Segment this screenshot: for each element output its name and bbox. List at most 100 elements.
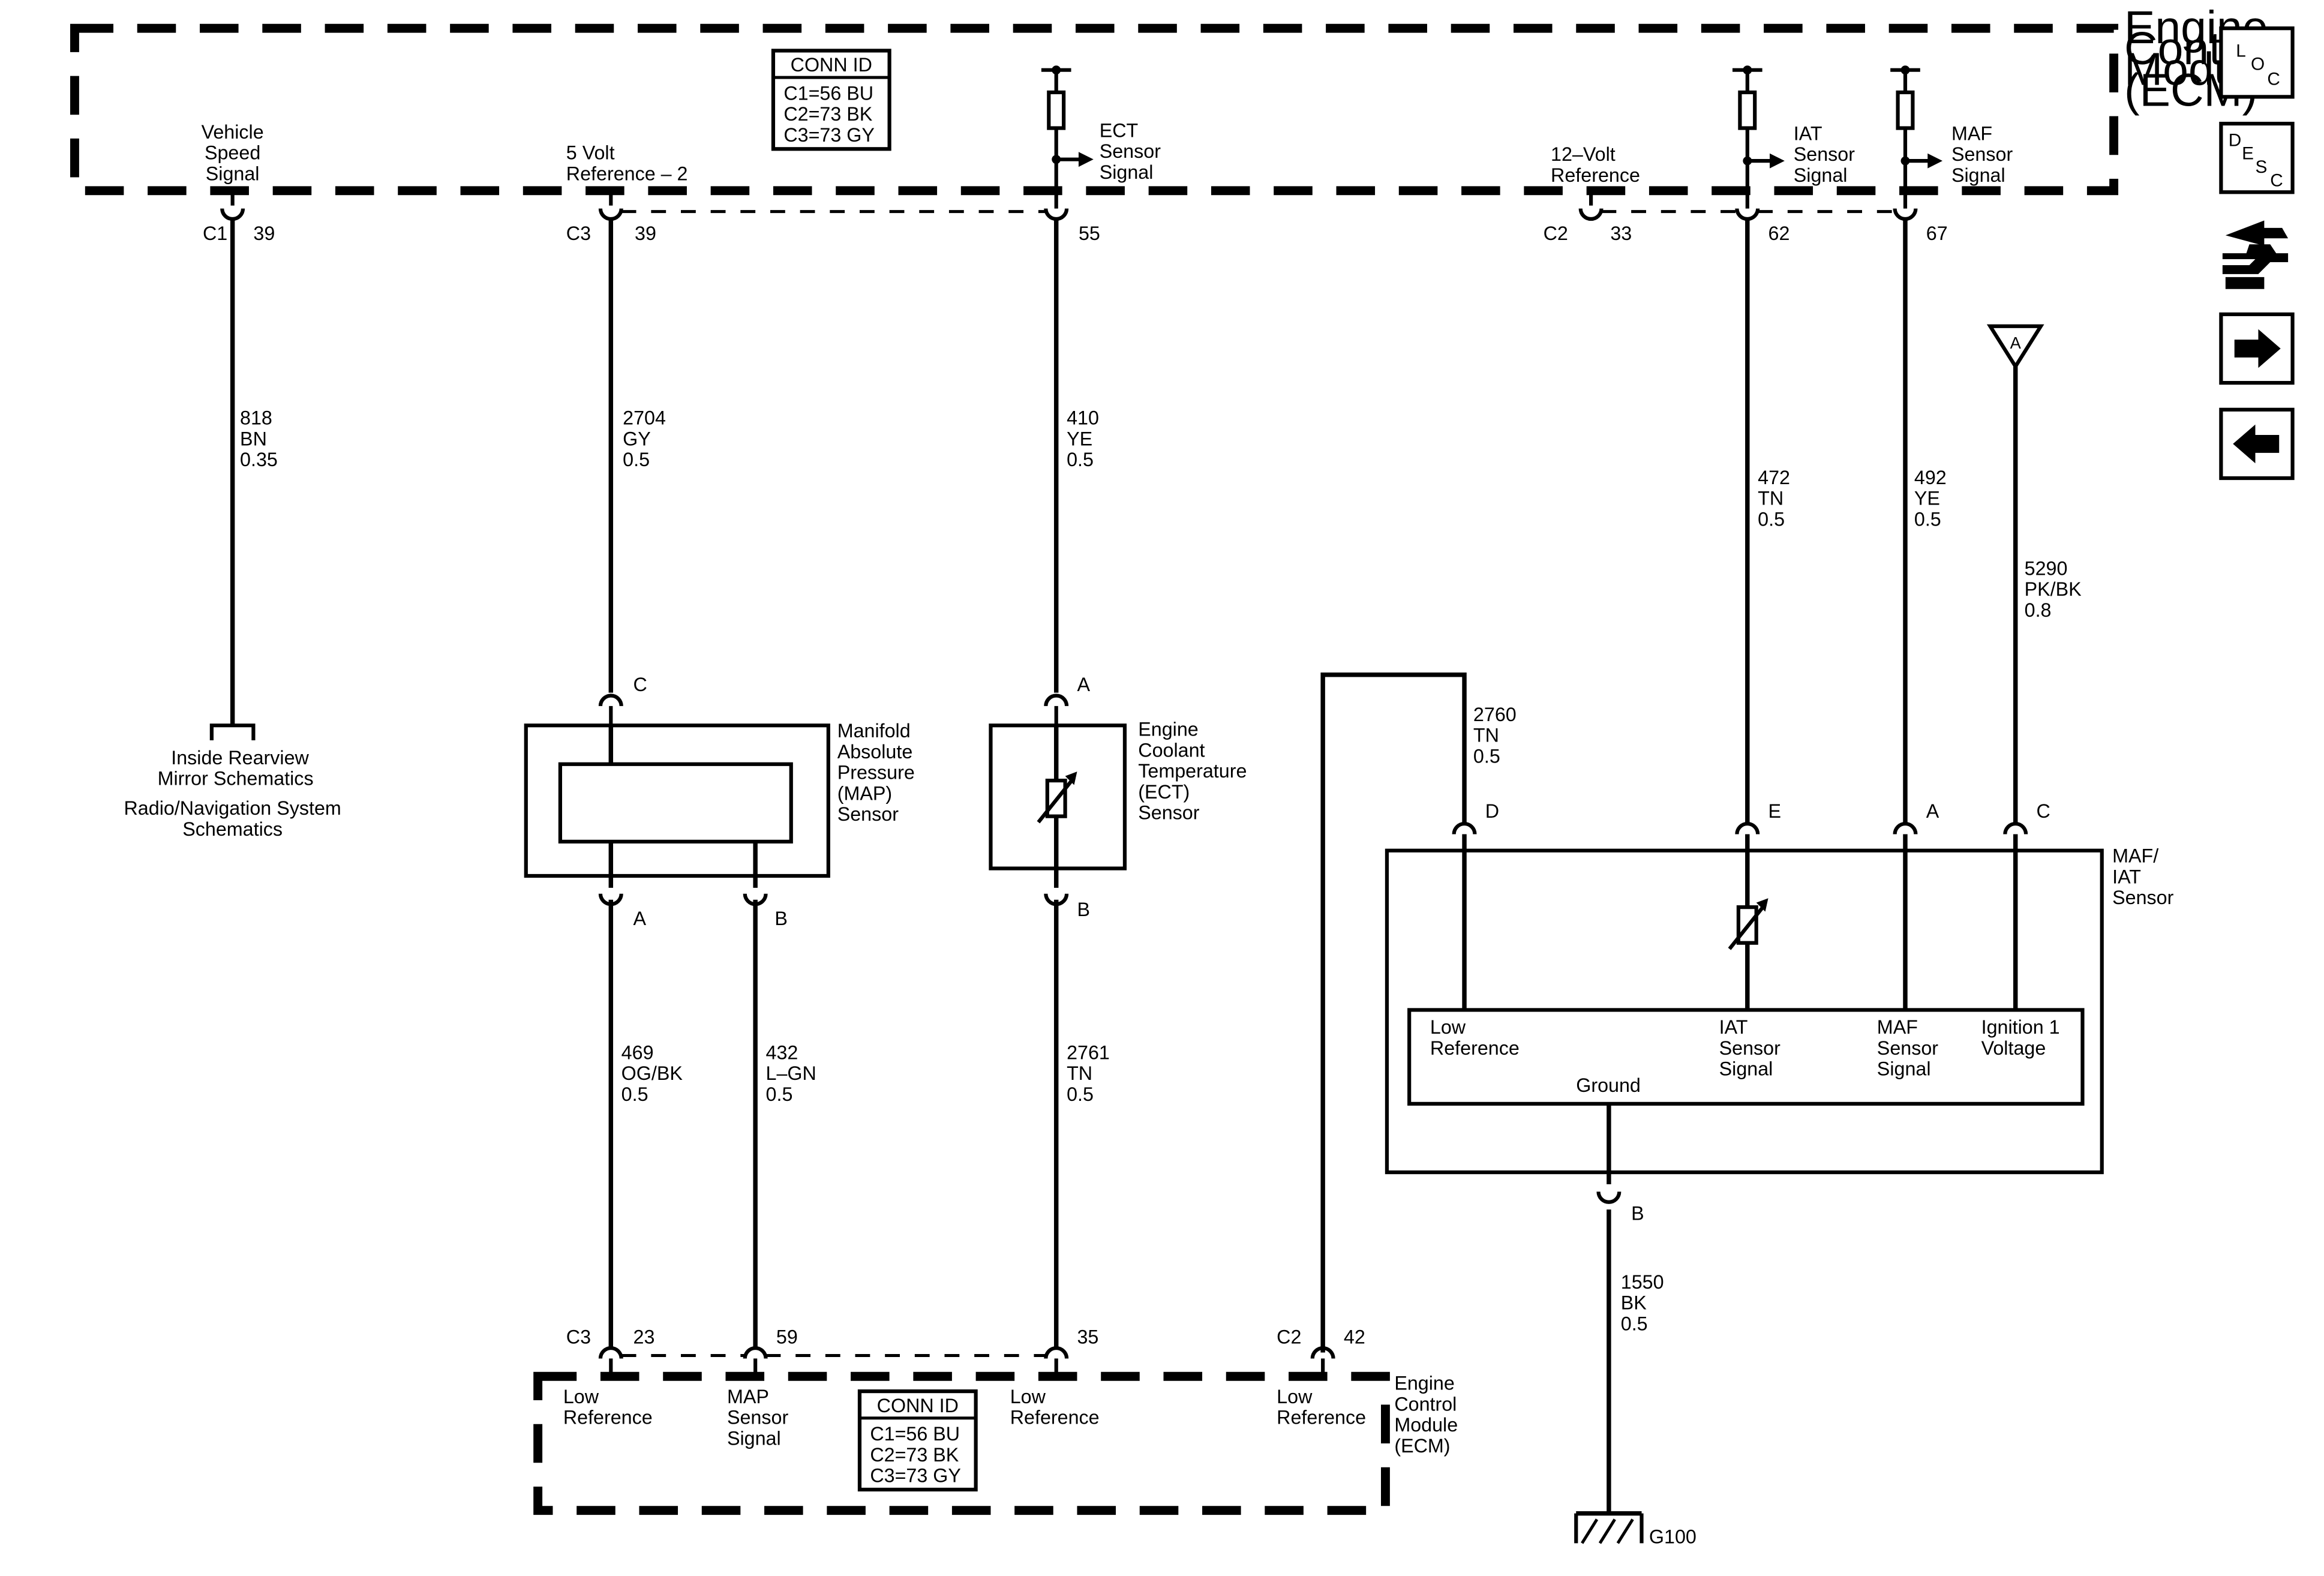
wire-2760-num: 2760	[1473, 704, 1517, 725]
ecm-bottom-label-3: Module	[1394, 1414, 1458, 1436]
wire-5290-num: 5290	[2025, 557, 2068, 579]
map-label-4: (MAP)	[837, 782, 892, 804]
ground-label: G100	[1649, 1526, 1697, 1547]
maf-pin-c: C	[2036, 800, 2050, 822]
wire-469-num: 469	[621, 1041, 654, 1063]
inner-iat-2: Sensor	[1719, 1037, 1780, 1059]
wire-410-color: YE	[1067, 428, 1092, 449]
ect-pin-b: B	[1077, 899, 1090, 920]
inner-low-ref-1: Low	[1430, 1016, 1466, 1038]
wire-469-size: 0.5	[621, 1083, 648, 1105]
wire-1550-size: 0.5	[1621, 1313, 1648, 1334]
inner-low-ref-2: Reference	[1430, 1037, 1520, 1059]
maf-iat-sensor: D E A C Low Reference IAT Sensor Signal …	[1385, 800, 2174, 1224]
inner-maf-1: MAF	[1877, 1016, 1918, 1038]
wire-432-size: 0.5	[766, 1083, 793, 1105]
inner-maf-2: Sensor	[1877, 1037, 1938, 1059]
forward-arrow-icon[interactable]	[2219, 312, 2295, 385]
loc-letter-l: L	[2236, 41, 2246, 61]
nav-loc-button[interactable]: L O C	[2219, 26, 2295, 99]
ref-mirror-1[interactable]: Inside Rearview	[171, 747, 309, 769]
loc-letter-o: O	[2251, 55, 2265, 74]
conn-id-top: CONN ID C1=56 BU C2=73 BK C3=73 GY	[771, 49, 891, 151]
conn-id-bottom-title: CONN ID	[877, 1395, 959, 1416]
pin-lr2-num: 35	[1077, 1326, 1098, 1348]
map-label-5: Sensor	[837, 803, 899, 825]
connector-icon[interactable]	[2222, 220, 2289, 289]
wire-2761-color: TN	[1067, 1062, 1092, 1084]
ref-mirror-2[interactable]: Mirror Schematics	[158, 768, 314, 789]
wire-2704-color: GY	[623, 428, 651, 449]
conn-id-bottom: CONN ID C1=56 BU C2=73 BK C3=73 GY	[857, 1389, 978, 1492]
ecm-top-module: Engine Control Module (ECM)	[70, 2, 2275, 196]
ecm-internal-resistors	[1041, 65, 1943, 209]
pin-lr1-num: 23	[633, 1326, 655, 1348]
wire-818-num: 818	[240, 407, 272, 429]
bottom-map-2: Sensor	[727, 1407, 788, 1428]
inner-ign-2: Voltage	[1981, 1037, 2046, 1059]
vehicle-speed-label-3: Signal	[206, 163, 260, 184]
fuse-ref-label: A	[2010, 334, 2022, 352]
twelve-volt-ref-label-2: Reference	[1551, 164, 1640, 186]
wire-5290-size: 0.8	[2025, 599, 2052, 621]
ect-signal-label-3: Signal	[1100, 161, 1154, 183]
ref-radio-1[interactable]: Radio/Navigation System	[124, 797, 341, 819]
maf-signal-label-3: Signal	[1951, 164, 2005, 186]
inner-ground: Ground	[1576, 1074, 1641, 1096]
pin-lr1-conn: C3	[566, 1326, 591, 1348]
desc-letter-s: S	[2255, 157, 2267, 177]
wires	[209, 217, 2018, 1514]
map-pin-b: B	[774, 908, 788, 929]
reference-links[interactable]: Inside Rearview Mirror Schematics Radio/…	[124, 747, 341, 840]
vehicle-speed-label-2: Speed	[205, 142, 260, 164]
top-connector-pins: C1 39 C3 39 55 C2 33 62 67	[203, 190, 1948, 244]
desc-letter-c: C	[2270, 170, 2283, 190]
bottom-low-ref-2b: Reference	[1010, 1407, 1100, 1428]
conn-id-top-line-2: C2=73 BK	[783, 103, 872, 125]
ect-signal-label-2: Sensor	[1100, 140, 1161, 162]
pin-lr3-conn: C2	[1277, 1326, 1301, 1348]
bottom-map-1: MAP	[727, 1386, 769, 1407]
map-sensor: C A B Manifold Absolute Pressure (MAP) S…	[524, 674, 915, 929]
ect-label-1: Engine	[1138, 719, 1198, 740]
ecm-bottom-label-2: Control	[1394, 1393, 1457, 1415]
iat-signal-label-2: Sensor	[1794, 143, 1855, 165]
wire-432-num: 432	[766, 1041, 798, 1063]
top-signal-labels: Vehicle Speed Signal 5 Volt Reference – …	[202, 119, 2013, 185]
wire-5290-color: PK/BK	[2025, 578, 2082, 600]
ref-radio-2[interactable]: Schematics	[182, 818, 283, 840]
conn-id-bottom-line-3: C3=73 GY	[870, 1465, 961, 1487]
wire-432-color: L–GN	[766, 1062, 816, 1084]
bottom-low-ref-1b: Reference	[563, 1407, 653, 1428]
pin-vss-num: 39	[253, 223, 275, 244]
five-volt-ref-label-2: Reference – 2	[566, 163, 688, 184]
pin-ref12v-conn: C2	[1544, 223, 1568, 244]
maf-signal-label-1: MAF	[1951, 122, 1992, 144]
wire-818-size: 0.35	[240, 449, 278, 470]
wire-492-size: 0.5	[1914, 508, 1941, 530]
wire-2704-size: 0.5	[623, 449, 650, 470]
wire-472-size: 0.5	[1758, 508, 1785, 530]
wire-2761-num: 2761	[1067, 1041, 1110, 1063]
wire-1550-color: BK	[1621, 1292, 1647, 1314]
maf-label-3: Sensor	[2112, 887, 2173, 908]
maf-label-2: IAT	[2112, 866, 2141, 887]
fuse-reference-a[interactable]: A	[1986, 324, 2044, 370]
inner-iat-1: IAT	[1719, 1016, 1748, 1038]
inner-iat-3: Signal	[1719, 1058, 1773, 1080]
wire-472-color: TN	[1758, 488, 1783, 509]
loc-letter-c: C	[2267, 70, 2280, 89]
bottom-low-ref-3b: Reference	[1277, 1407, 1366, 1428]
ect-label-3: Temperature	[1138, 760, 1247, 782]
pin-ref12v-num: 33	[1610, 223, 1632, 244]
bottom-low-ref-1a: Low	[563, 1386, 599, 1407]
inner-ign-1: Ignition 1	[1981, 1016, 2060, 1038]
back-arrow-icon[interactable]	[2219, 407, 2295, 481]
conn-id-bottom-line-2: C2=73 BK	[870, 1444, 959, 1466]
map-pin-c: C	[633, 674, 647, 695]
nav-desc-button[interactable]: D E S C	[2219, 121, 2295, 194]
map-label-3: Pressure	[837, 762, 915, 784]
twelve-volt-ref-label-1: 12–Volt	[1551, 143, 1616, 165]
bottom-low-ref-2a: Low	[1010, 1386, 1046, 1407]
pin-map-num: 59	[776, 1326, 798, 1348]
